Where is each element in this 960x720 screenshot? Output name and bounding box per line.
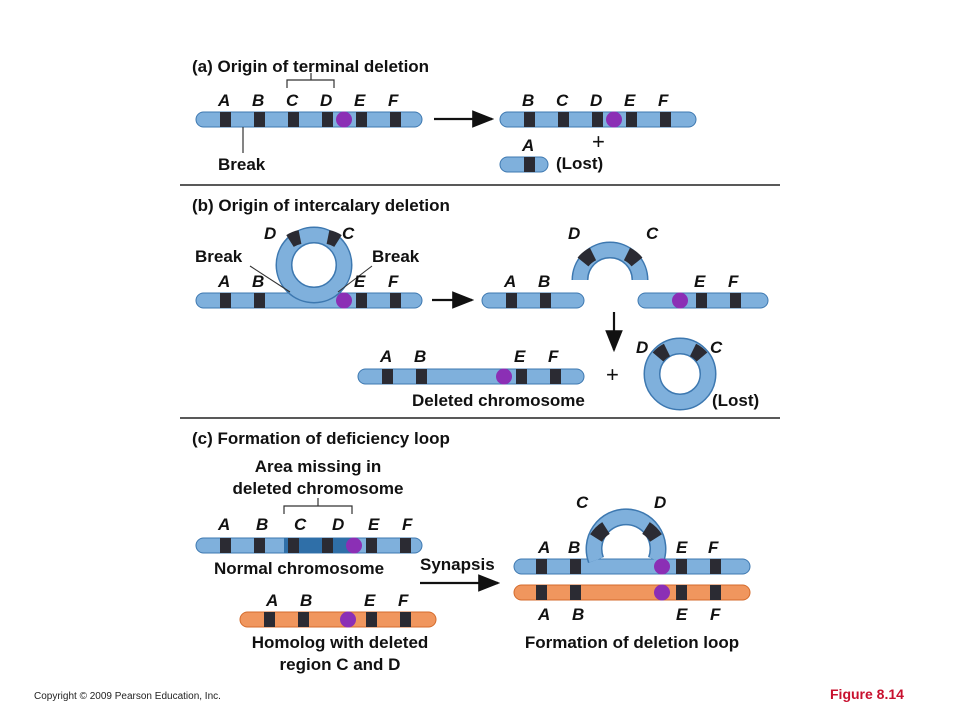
gene-label: E [624, 91, 636, 110]
gene-label: B [414, 347, 426, 366]
deletion-loop-caption: Formation of deletion loop [525, 633, 739, 652]
plus-sign: + [606, 362, 619, 387]
band-f [390, 112, 401, 127]
chromosome-b-broken [481, 241, 769, 309]
break-label-right: Break [372, 247, 420, 266]
gene-label: A [217, 515, 230, 534]
chromosome-b-loop [195, 226, 423, 309]
lost-label: (Lost) [712, 391, 759, 410]
copyright-notice: Copyright © 2009 Pearson Education, Inc. [34, 691, 221, 702]
plus-sign: + [592, 129, 605, 154]
area-missing-line1: Area missing in [255, 457, 382, 476]
gene-label: B [252, 91, 264, 110]
gene-label: C [576, 493, 589, 512]
gene-label: D [320, 91, 332, 110]
gene-label: C [556, 91, 569, 110]
homolog-caption-line1: Homolog with deleted [252, 633, 429, 652]
gene-label: A [503, 272, 516, 291]
break-pointer [249, 265, 291, 293]
gene-label: A [217, 91, 230, 110]
gene-label: E [364, 591, 376, 610]
panel-c-title: (c) Formation of deficiency loop [192, 429, 450, 448]
gene-label: B [300, 591, 312, 610]
gene-label: D [590, 91, 602, 110]
panel-c: (c) Formation of deficiency loop Area mi… [192, 429, 751, 674]
panel-b: (b) Origin of intercalary deletion D C B… [192, 196, 769, 411]
synapsis-label: Synapsis [420, 555, 495, 574]
gene-label: D [264, 224, 276, 243]
gene-label: A [265, 591, 278, 610]
gene-label: D [654, 493, 666, 512]
deleted-chromosome-caption: Deleted chromosome [412, 391, 585, 410]
band-e [356, 112, 367, 127]
gene-label: E [694, 272, 706, 291]
break-pointer [337, 265, 373, 293]
lost-label: (Lost) [556, 154, 603, 173]
gene-label: A [521, 136, 534, 155]
gene-label: E [514, 347, 526, 366]
band-d [322, 112, 333, 127]
homolog-caption-line2: region C and D [280, 655, 401, 674]
gene-label: A [379, 347, 392, 366]
gene-label: F [548, 347, 559, 366]
gene-label: D [636, 338, 648, 357]
chromosome-a-left [195, 111, 423, 128]
lost-ring [643, 337, 717, 411]
homolog-chromosome [239, 611, 437, 628]
gene-label: B [568, 538, 580, 557]
gene-label: A [537, 538, 550, 557]
area-missing-line2: deleted chromosome [233, 479, 404, 498]
gene-label: C [710, 338, 723, 357]
gene-label: B [256, 515, 268, 534]
gene-label: F [402, 515, 413, 534]
figure-number: Figure 8.14 [830, 686, 904, 702]
normal-chromosome-caption: Normal chromosome [214, 559, 384, 578]
gene-label: F [708, 538, 719, 557]
gene-label: C [342, 224, 355, 243]
gene-label: C [294, 515, 307, 534]
gene-label: B [572, 605, 584, 624]
gene-label: B [522, 91, 534, 110]
gene-label: E [354, 272, 366, 291]
gene-label: F [710, 605, 721, 624]
panel-b-title: (b) Origin of intercalary deletion [192, 196, 450, 215]
gene-label: A [217, 272, 230, 291]
gene-label: E [354, 91, 366, 110]
gene-label: E [676, 605, 688, 624]
gene-label: B [538, 272, 550, 291]
gene-label: D [332, 515, 344, 534]
break-label: Break [218, 155, 266, 174]
bracket [283, 498, 353, 514]
deletion-loop [513, 508, 751, 601]
centromere [336, 111, 352, 128]
band-b [254, 112, 265, 127]
gene-label: A [537, 605, 550, 624]
bracket [286, 73, 335, 88]
gene-label: C [286, 91, 299, 110]
chromosome-a-right [499, 111, 697, 128]
gene-label: B [252, 272, 264, 291]
panel-a-title: (a) Origin of terminal deletion [192, 57, 429, 76]
gene-label: F [728, 272, 739, 291]
band-c [288, 112, 299, 127]
lost-fragment [499, 156, 549, 173]
gene-label: D [568, 224, 580, 243]
band-a [220, 112, 231, 127]
break-label-left: Break [195, 247, 243, 266]
gene-label: F [398, 591, 409, 610]
gene-label: F [388, 272, 399, 291]
gene-label: F [388, 91, 399, 110]
gene-label: E [368, 515, 380, 534]
gene-label: F [658, 91, 669, 110]
deleted-chromosome [357, 368, 585, 385]
gene-label: C [646, 224, 659, 243]
panel-a: (a) Origin of terminal deletion A B C D … [192, 57, 697, 174]
gene-label: E [676, 538, 688, 557]
normal-chromosome [195, 537, 423, 554]
